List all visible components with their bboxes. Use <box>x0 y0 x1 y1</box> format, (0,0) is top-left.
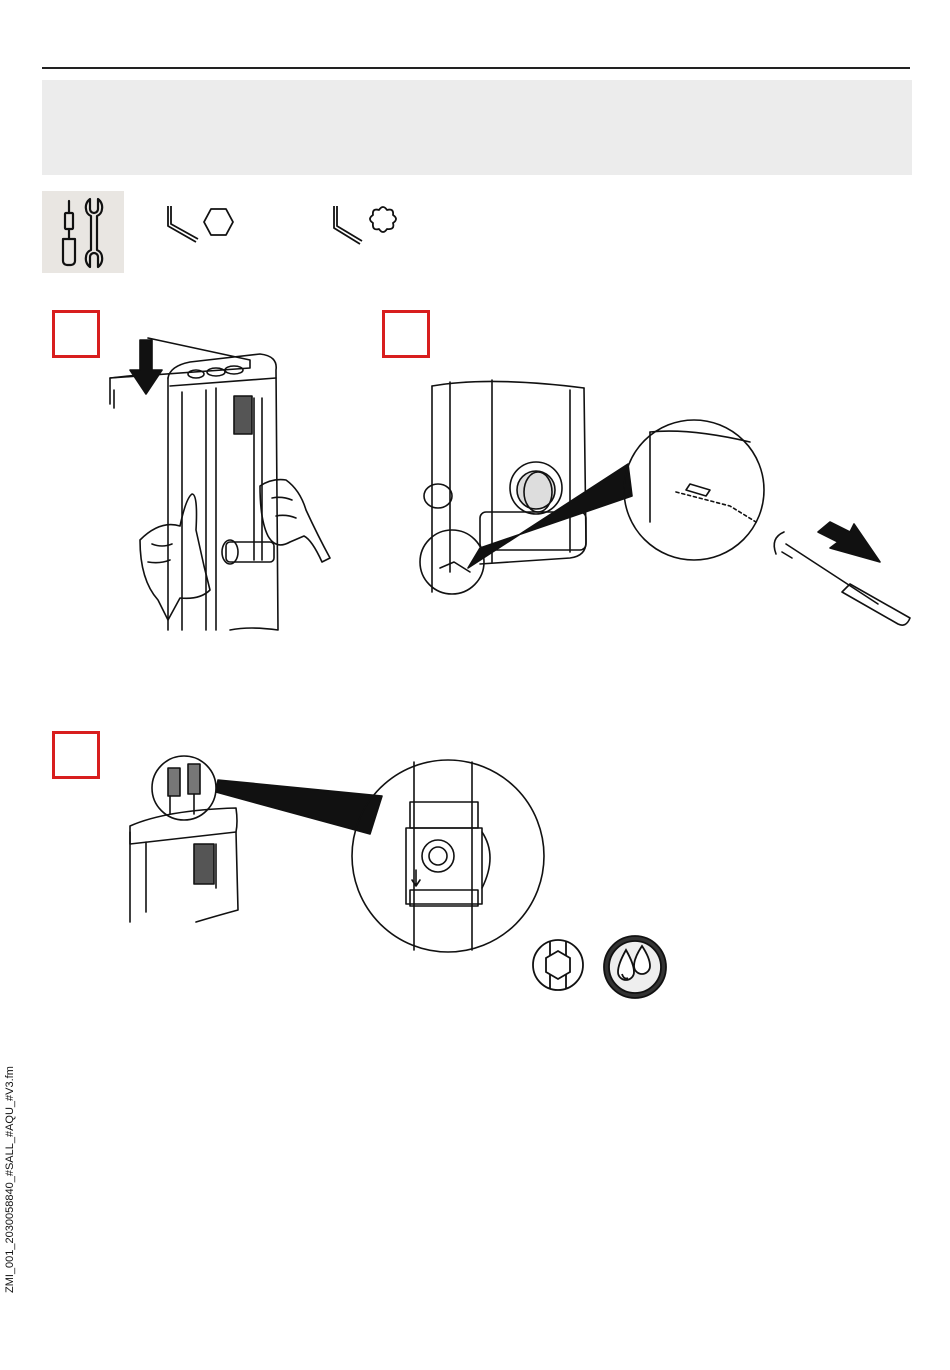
torx-key-icon <box>330 202 410 250</box>
hex-key-icon <box>162 202 242 246</box>
screwdriver-wrench-icon <box>42 191 124 273</box>
water-drops-icon <box>600 932 670 1002</box>
step-1-frame <box>52 310 100 358</box>
header-banner <box>42 80 912 175</box>
step-1-illustration <box>100 330 350 630</box>
step-3-illustration <box>126 752 566 962</box>
step-2-frame <box>382 310 430 358</box>
step-3-frame <box>52 731 100 779</box>
hex-nut-icon <box>530 937 586 993</box>
tools-panel <box>42 191 124 273</box>
step-2-illustration <box>410 372 910 632</box>
top-rule <box>42 67 910 69</box>
footer-file-code: ZMI_001_2030058840_#SALL_#AQU_#V3.fm <box>4 1066 16 1293</box>
